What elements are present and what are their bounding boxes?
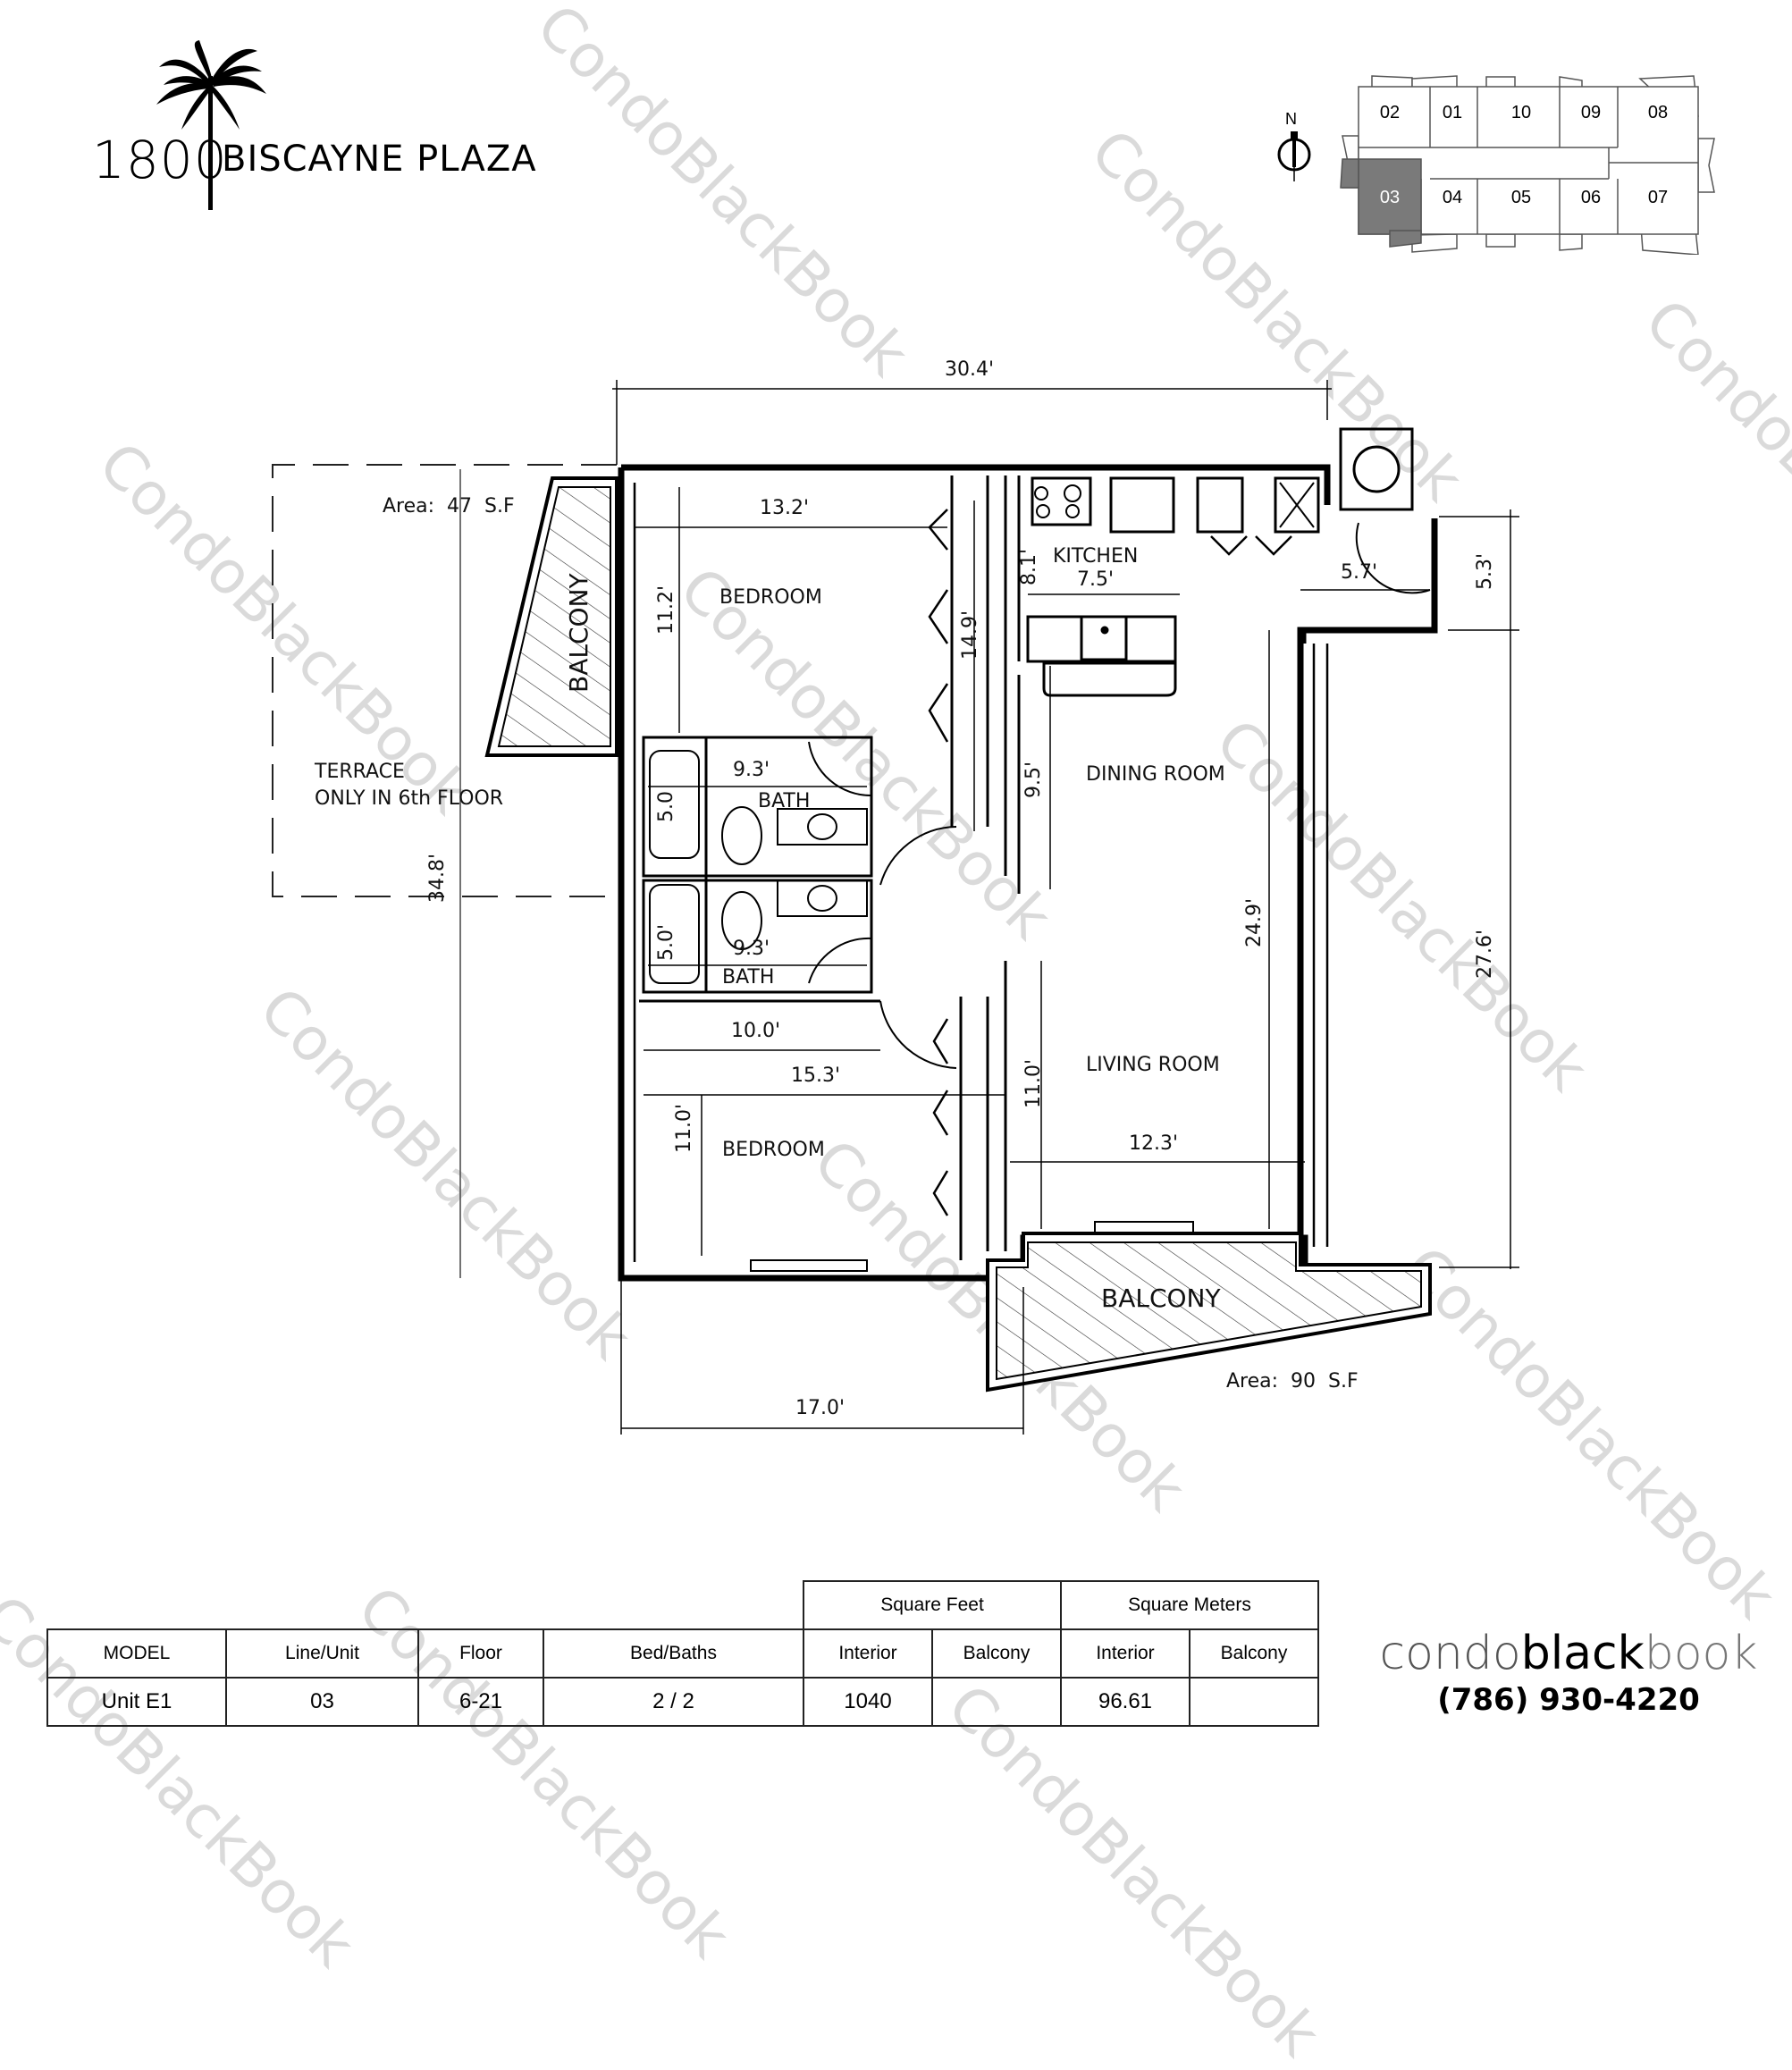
cell-sqft-balcony (931, 1677, 1062, 1727)
key-unit-10: 10 (1510, 103, 1532, 122)
room-label-living: LIVING ROOM (1086, 1054, 1220, 1076)
dim-bed2-width: 15.3' (791, 1064, 840, 1087)
dim-bath1-width: 9.3' (733, 759, 770, 781)
header-sqft-interior: Interior (803, 1628, 933, 1679)
key-plan: N (1269, 67, 1734, 255)
dim-bed1-depth: 11.2' (655, 585, 677, 635)
cell-line-unit: 03 (225, 1677, 419, 1727)
header-line-unit: Line/Unit (225, 1628, 419, 1679)
floor-plan: BEDROOM BATH BATH KITCHEN DINING ROOM LI… (272, 358, 1519, 1435)
room-label-bath-2: BATH (722, 966, 774, 989)
washer-icon (1279, 482, 1315, 528)
main-balcony (986, 1232, 1432, 1393)
watermark: CondoBlackBook (934, 1671, 1333, 2070)
room-label-dining: DINING ROOM (1086, 763, 1225, 786)
north-arrow-icon (1277, 131, 1311, 181)
room-label-bath-1: BATH (758, 790, 810, 812)
dim-bed2-depth: 11.0' (673, 1104, 695, 1153)
dim-kitchen-width: 7.5' (1077, 568, 1114, 591)
dim-kitchen-depth: 8.1' (1018, 549, 1040, 585)
room-label-side-balcony: BALCONY (564, 573, 593, 693)
room-label-terrace: TERRACE (314, 761, 405, 783)
header-floor: Floor (417, 1628, 544, 1679)
room-label-kitchen: KITCHEN (1053, 545, 1138, 568)
building-number: 1800 (92, 130, 228, 190)
cell-bed-baths: 2 / 2 (543, 1677, 804, 1727)
group-header-square-meters: Square Meters (1060, 1580, 1319, 1630)
dim-bed1-width: 13.2' (760, 497, 809, 519)
dim-dining-depth: 9.5' (1022, 762, 1045, 798)
palm-tree-icon (156, 40, 266, 210)
brand-part-book: book (1644, 1627, 1758, 1680)
cell-model: Unit E1 (46, 1677, 227, 1727)
dim-laundry: 5.7' (1341, 561, 1377, 584)
key-unit-05: 05 (1510, 188, 1532, 207)
room-label-bedroom-1: BEDROOM (719, 586, 822, 609)
room-label-main-balcony: BALCONY (1101, 1283, 1221, 1313)
header-bed-baths: Bed/Baths (543, 1628, 804, 1679)
key-unit-07: 07 (1647, 188, 1669, 207)
dim-right-upper: 5.3' (1474, 553, 1496, 590)
bath-fixtures (649, 750, 868, 984)
spec-table: Square Feet Square Meters MODEL Line/Uni… (46, 1580, 1319, 1727)
key-unit-06: 06 (1580, 188, 1602, 207)
brand-part-condo: condo (1379, 1627, 1521, 1680)
key-unit-04: 04 (1442, 188, 1463, 207)
side-balcony (484, 476, 618, 757)
header-model: MODEL (46, 1628, 227, 1679)
dim-right-depth: 27.6' (1474, 930, 1496, 979)
north-label: N (1285, 110, 1297, 128)
brand-block: condoblackbook (786) 930-4220 (1367, 1628, 1770, 1718)
building-name: BISCAYNE PLAZA (222, 139, 537, 180)
cell-sqm-balcony (1189, 1677, 1319, 1727)
stove-icon (1034, 484, 1081, 518)
dim-living-width: 12.3' (1129, 1132, 1178, 1155)
cell-sqft-interior: 1040 (803, 1677, 933, 1727)
dim-overall-width: 30.4' (945, 358, 994, 381)
key-unit-08: 08 (1647, 103, 1669, 122)
group-header-square-feet: Square Feet (803, 1580, 1062, 1630)
dim-living-total: 24.9' (1243, 898, 1266, 947)
cell-floor: 6-21 (417, 1677, 544, 1727)
area-side-balcony: Area: 47 S.F (383, 495, 515, 518)
brand-logo: condoblackbook (1367, 1628, 1770, 1679)
key-unit-01: 01 (1442, 103, 1463, 122)
dim-bed2-closet: 10.0' (731, 1020, 780, 1042)
brand-phone[interactable]: (786) 930-4220 (1437, 1682, 1700, 1718)
header-sqft-balcony: Balcony (931, 1628, 1062, 1679)
dim-bottom-width: 17.0' (795, 1397, 845, 1419)
room-label-terrace-note: ONLY IN 6th FLOOR (315, 787, 503, 810)
dim-overall-depth: 34.8' (426, 854, 449, 903)
room-label-bedroom-2: BEDROOM (722, 1139, 825, 1161)
dim-closet-hall: 14.9' (959, 610, 981, 660)
key-unit-02: 02 (1379, 103, 1401, 122)
key-unit-03-selected: 03 (1379, 188, 1401, 207)
header-sqm-interior: Interior (1060, 1628, 1190, 1679)
dim-living-depth: 11.0' (1022, 1059, 1045, 1108)
key-unit-09: 09 (1580, 103, 1602, 122)
brand-part-black: black (1520, 1627, 1645, 1680)
header-sqm-balcony: Balcony (1189, 1628, 1319, 1679)
dim-bath2-width: 9.3' (733, 938, 770, 960)
building-logo: 1800 BISCAYNE PLAZA (85, 40, 550, 219)
area-main-balcony: Area: 90 S.F (1226, 1370, 1359, 1393)
cell-sqm-interior: 96.61 (1060, 1677, 1190, 1727)
dim-bath2-depth: 5.0' (655, 924, 677, 961)
terrace-outline (272, 464, 617, 897)
dim-bath1-depth: 5.0 (655, 791, 677, 822)
